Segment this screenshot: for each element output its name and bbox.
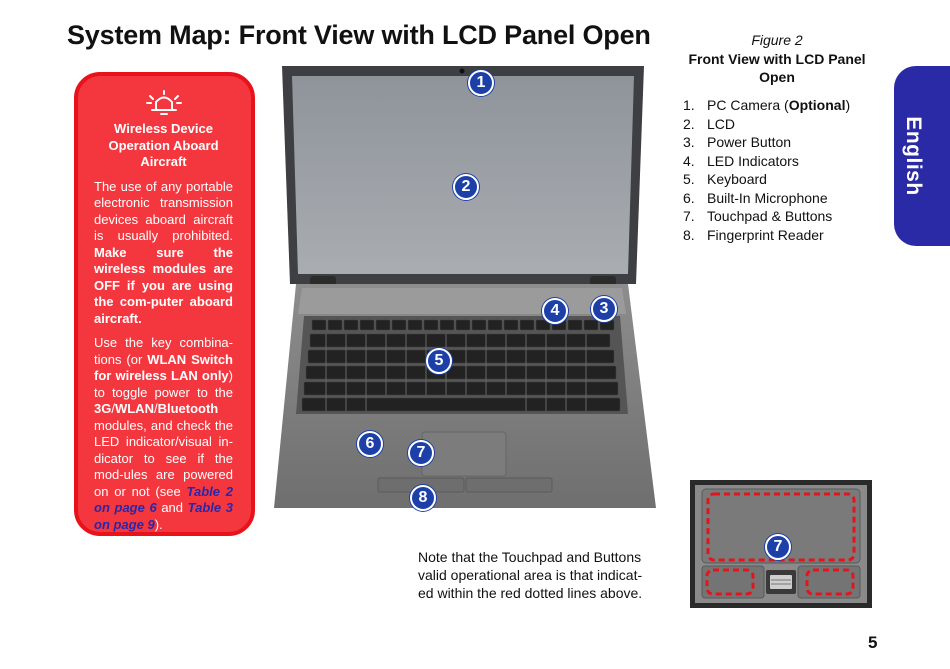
laptop-drawing (274, 66, 656, 508)
table-2-link[interactable]: Table 2 on page 6 (94, 483, 233, 516)
touchpad-closeup-illustration: 7 (690, 480, 872, 608)
callout-4: 4 (542, 298, 568, 324)
legend-item: 1.PC Camera (Optional) (683, 97, 851, 113)
warning-heading: Wireless Device Operation Aboard Aircraf… (108, 121, 219, 169)
wireless-warning-box: Wireless Device Operation Aboard Aircraf… (74, 72, 255, 536)
touchpad-note: Note that the Touchpad and Buttons valid… (418, 549, 643, 601)
callout-7: 7 (408, 440, 434, 466)
callout-3: 3 (591, 296, 617, 322)
legend-item: 6.Built-In Microphone (683, 189, 828, 206)
table-3-link[interactable]: Table 3 on page 9 (94, 500, 233, 532)
airplane-no-wireless-icon (145, 90, 182, 115)
figure-label: Figure 2 (751, 32, 803, 48)
legend-item: 3.Power Button (683, 134, 792, 150)
laptop-front-view-illustration: 1 2 3 4 5 6 7 8 (270, 62, 660, 512)
callout-2: 2 (453, 174, 479, 200)
touchpad-callout-7: 7 (765, 534, 791, 560)
callout-5: 5 (426, 348, 452, 374)
language-tab[interactable]: English (894, 66, 950, 246)
figure-legend: 1.PC Camera (Optional) 2.LCD 3.Power But… (683, 96, 850, 244)
legend-item: 8.Fingerprint Reader (683, 226, 824, 243)
legend-item: 4.LED Indicators (683, 152, 799, 169)
warning-paragraph-2: Use the key combina-tions (or WLAN Switc… (94, 335, 233, 532)
language-tab-label: English (902, 116, 925, 196)
legend-item: 5.Keyboard (683, 171, 767, 187)
page-number: 5 (868, 633, 878, 652)
callout-1: 1 (468, 70, 494, 96)
page-title: System Map: Front View with LCD Panel Op… (67, 20, 651, 50)
legend-item: 7.Touchpad & Buttons (683, 208, 833, 224)
legend-item: 2.LCD (683, 115, 736, 132)
callout-8: 8 (410, 485, 436, 511)
warning-paragraph-1: The use of any portable electronic trans… (94, 178, 233, 326)
callout-6: 6 (357, 431, 383, 457)
figure-title: Front View with LCD Panel Open (688, 51, 866, 85)
